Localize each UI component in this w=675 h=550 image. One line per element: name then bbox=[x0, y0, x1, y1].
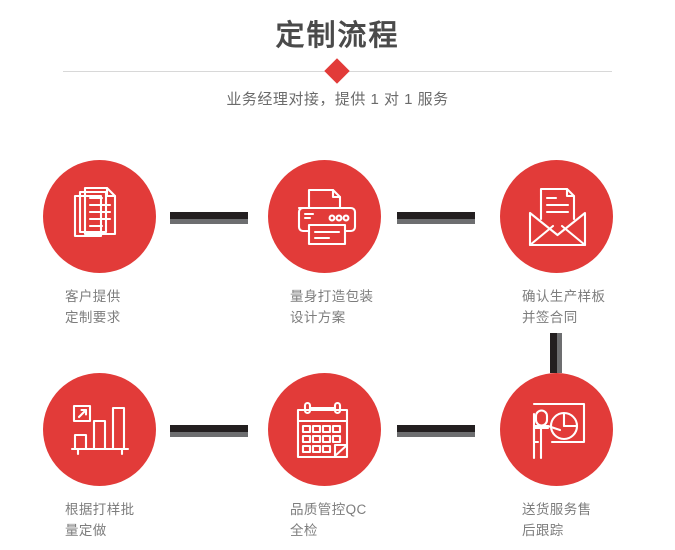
connector-3-6 bbox=[550, 333, 562, 373]
page-subtitle: 业务经理对接，提供 1 对 1 服务 bbox=[226, 91, 449, 108]
step-label-2: 量身打造包装 设计方案 bbox=[290, 289, 374, 325]
connector-shadow bbox=[397, 219, 475, 224]
connector-bar bbox=[397, 212, 475, 219]
step-label-3: 确认生产样板 并签合同 bbox=[522, 289, 606, 325]
step-label-5: 品质管控QC 全检 bbox=[290, 502, 367, 538]
step-label-4: 根据打样批 量定做 bbox=[65, 502, 135, 538]
connector-shadow bbox=[170, 432, 248, 437]
step-circle-5 bbox=[268, 373, 381, 486]
step-circle-1 bbox=[43, 160, 156, 273]
connector-shadow bbox=[397, 432, 475, 437]
step-circle-3 bbox=[500, 160, 613, 273]
step-label-1: 客户提供 定制要求 bbox=[65, 289, 121, 325]
presenter-pie-chart-icon bbox=[532, 402, 585, 459]
step-circle-2 bbox=[268, 160, 381, 273]
step-circle-4 bbox=[43, 373, 156, 486]
calendar-icon bbox=[296, 401, 348, 458]
documents-stack-icon bbox=[73, 186, 116, 237]
connector-bar bbox=[170, 425, 248, 432]
open-envelope-document-icon bbox=[528, 187, 586, 246]
connector-bar bbox=[550, 333, 557, 373]
step-label-6: 送货服务售 后跟踪 bbox=[522, 502, 592, 538]
connector-5-6 bbox=[397, 425, 475, 437]
connector-bar bbox=[397, 425, 475, 432]
bar-chart-growth-icon bbox=[70, 404, 129, 455]
page-title: 定制流程 bbox=[275, 20, 400, 52]
connector-bar bbox=[170, 212, 248, 219]
header-divider bbox=[63, 58, 612, 84]
connector-shadow bbox=[170, 219, 248, 224]
connector-shadow bbox=[557, 333, 562, 373]
connector-1-2 bbox=[170, 212, 248, 224]
printer-icon bbox=[297, 188, 356, 245]
connector-4-5 bbox=[170, 425, 248, 437]
step-circle-6 bbox=[500, 373, 613, 486]
connector-2-3 bbox=[397, 212, 475, 224]
